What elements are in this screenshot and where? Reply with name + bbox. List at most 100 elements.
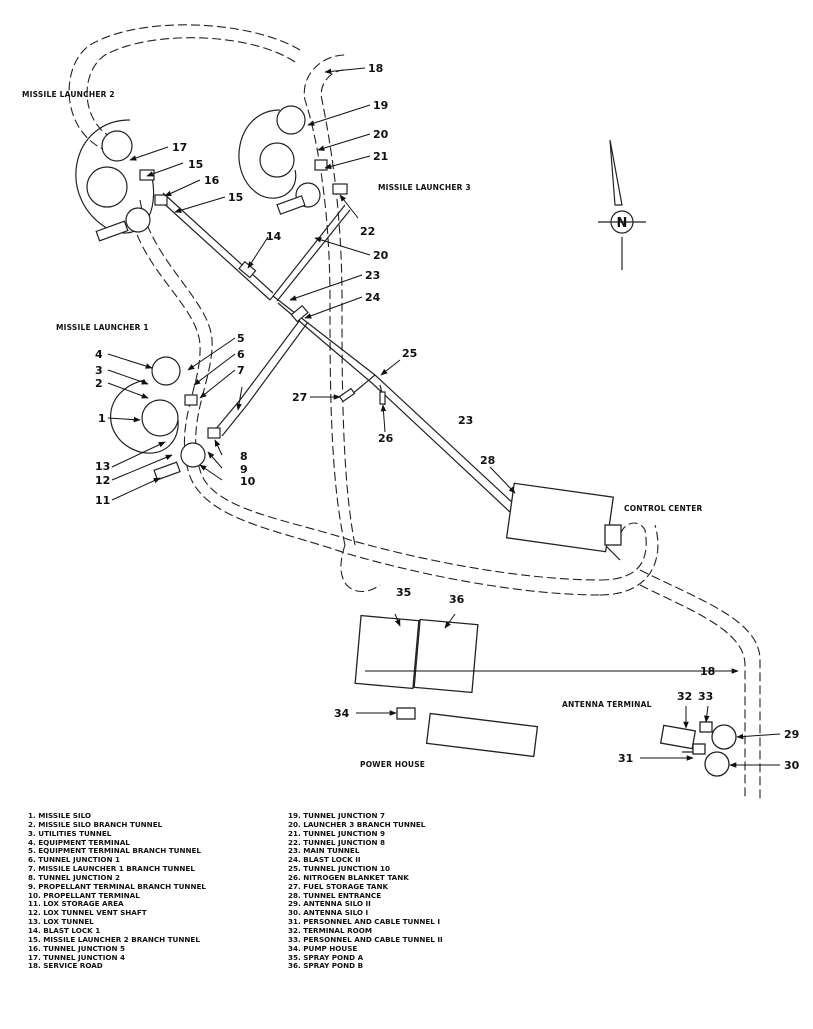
callout-14: 14	[266, 230, 282, 243]
callout-22: 22	[360, 225, 375, 238]
callout-8: 8	[240, 450, 248, 463]
legend-item: 23. MAIN TUNNEL	[288, 846, 360, 856]
spray-ponds	[354, 614, 479, 694]
callout-15: 15	[228, 191, 243, 204]
callout-33: 33	[698, 690, 713, 703]
callout-18: 18	[368, 62, 383, 75]
callout-21: 21	[373, 150, 388, 163]
legend-item: 14. BLAST LOCK 1	[28, 925, 101, 935]
legend-item: 19. TUNNEL JUNCTION 7	[288, 811, 386, 820]
callout-13: 13	[95, 460, 110, 473]
callout-numbers: 18 18 17 15 16 15 19 20 21 22 20 14 23 2…	[95, 62, 800, 772]
callout-1: 1	[98, 412, 106, 425]
legend-item: 31. PERSONNEL AND CABLE TUNNEL I	[288, 917, 441, 927]
callout-12: 12	[95, 474, 110, 487]
tank-symbols	[338, 387, 386, 405]
legend-item: 26. NITROGEN BLANKET TANK	[288, 872, 409, 882]
callout-20: 20	[373, 128, 389, 141]
control-center-label: CONTROL CENTER	[624, 504, 703, 513]
callout-25: 25	[402, 347, 417, 360]
callout-20: 20	[373, 249, 389, 262]
callout-2: 2	[95, 377, 103, 390]
power-house-building	[396, 707, 539, 758]
callout-17: 17	[172, 141, 187, 154]
callout-23: 23	[365, 269, 380, 282]
legend-item: 24. BLAST LOCK II	[288, 855, 361, 865]
antenna-terminal-building	[659, 721, 737, 777]
callout-23: 23	[458, 414, 473, 427]
launcher-1-complex	[110, 356, 221, 481]
missile-launcher-1-label: MISSILE LAUNCHER 1	[56, 323, 149, 332]
leader-lines	[107, 67, 781, 768]
legend-item: 18. SERVICE ROAD	[28, 961, 103, 971]
callout-28: 28	[480, 454, 495, 467]
legend-item: 36. SPRAY POND B	[288, 961, 364, 971]
legend-item: 29. ANTENNA SILO II	[288, 899, 371, 909]
legend-item: 16. TUNNEL JUNCTION 5	[28, 943, 126, 953]
callout-5: 5	[237, 332, 245, 345]
legend-item: 17. TUNNEL JUNCTION 4	[28, 952, 126, 962]
missile-launcher-2-label: MISSILE LAUNCHER 2	[22, 90, 115, 99]
callout-35: 35	[396, 586, 411, 599]
service-road	[68, 24, 761, 800]
legend-item: 28. TUNNEL ENTRANCE	[288, 890, 382, 900]
legend-item: 25. TUNNEL JUNCTION 10	[288, 864, 391, 874]
legend-item: 32. TERMINAL ROOM	[288, 925, 372, 935]
legend-item: 21. TUNNEL JUNCTION 9	[288, 828, 386, 838]
callout-9: 9	[240, 463, 248, 476]
launcher-2-complex	[75, 119, 168, 242]
legend-item: 27. FUEL STORAGE TANK	[288, 881, 389, 891]
callout-31: 31	[618, 752, 633, 765]
callout-18: 18	[700, 665, 715, 678]
callout-32: 32	[677, 690, 692, 703]
callout-4: 4	[95, 348, 103, 361]
legend-item: 20. LAUNCHER 3 BRANCH TUNNEL	[288, 819, 426, 829]
blast-locks	[238, 260, 309, 323]
control-center-building	[505, 482, 622, 553]
missile-launcher-3-label: MISSILE LAUNCHER 3	[378, 183, 471, 192]
legend-item: 10. PROPELLANT TERMINAL	[28, 890, 140, 900]
callout-3: 3	[95, 364, 103, 377]
callout-30: 30	[784, 759, 800, 772]
callout-7: 7	[237, 364, 245, 377]
legend-item: 33. PERSONNEL AND CABLE TUNNEL II	[288, 934, 443, 944]
legend-item: 4. EQUIPMENT TERMINAL	[28, 837, 130, 847]
legend-item: 7. MISSILE LAUNCHER 1 BRANCH TUNNEL	[28, 864, 195, 874]
legend-item: 6. TUNNEL JUNCTION 1	[28, 855, 121, 865]
callout-16: 16	[204, 174, 220, 187]
power-house-label: POWER HOUSE	[360, 760, 425, 769]
legend-item: 22. TUNNEL JUNCTION 8	[288, 837, 386, 847]
callout-11: 11	[95, 494, 110, 507]
callout-19: 19	[373, 99, 388, 112]
legend-item: 8. TUNNEL JUNCTION 2	[28, 872, 121, 882]
north-arrow	[598, 139, 646, 270]
legend-item: 13. LOX TUNNEL	[28, 917, 94, 927]
callout-29: 29	[784, 728, 799, 741]
callout-34: 34	[334, 707, 350, 720]
callout-15: 15	[188, 158, 203, 171]
callout-26: 26	[378, 432, 394, 445]
legend-item: 5. EQUIPMENT TERMINAL BRANCH TUNNEL	[28, 846, 201, 856]
callout-24: 24	[365, 291, 381, 304]
antenna-terminal-label: ANTENNA TERMINAL	[562, 700, 652, 709]
callout-6: 6	[237, 348, 245, 361]
legend-item: 30. ANTENNA SILO I	[288, 908, 369, 918]
callout-36: 36	[449, 593, 465, 606]
legend-item: 11. LOX STORAGE AREA	[28, 899, 124, 909]
callout-10: 10	[240, 475, 256, 488]
north-label: N	[617, 216, 628, 231]
legend-item: 12. LOX TUNNEL VENT SHAFT	[28, 908, 147, 918]
legend-item: 9. PROPELLANT TERMINAL BRANCH TUNNEL	[28, 881, 206, 891]
legend-item: 15. MISSILE LAUNCHER 2 BRANCH TUNNEL	[28, 934, 200, 944]
legend-item: 2. MISSILE SILO BRANCH TUNNEL	[28, 819, 163, 829]
legend-item: 1. MISSILE SILO	[28, 811, 92, 820]
legend-item: 34. PUMP HOUSE	[288, 943, 358, 953]
launcher-3-complex	[238, 105, 348, 215]
legend-item: 35. SPRAY POND A	[288, 952, 364, 962]
callout-27: 27	[292, 391, 307, 404]
legend-item: 3. UTILITIES TUNNEL	[28, 828, 112, 838]
